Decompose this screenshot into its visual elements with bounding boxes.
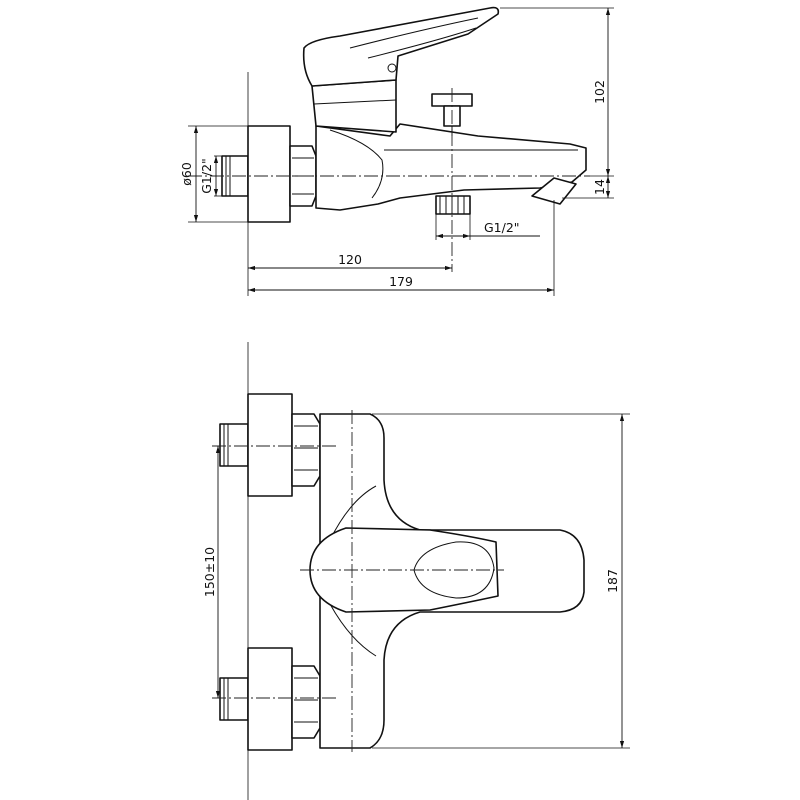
front-view: 150±10 187	[202, 342, 630, 800]
side-lever-handle	[302, 6, 500, 87]
side-neck	[311, 79, 397, 133]
front-lever-handle	[309, 527, 499, 613]
side-mixer-body	[315, 123, 587, 211]
dim-depth-179: 179	[389, 274, 413, 289]
dim-thread-inlet: G1/2"	[199, 158, 214, 194]
dim-depth-120: 120	[338, 252, 362, 267]
dim-height-102: 102	[592, 80, 607, 104]
front-upper-thread	[219, 423, 249, 467]
dim-thread-outlet: G1/2"	[484, 220, 520, 235]
dim-diameter-60: ø60	[179, 162, 194, 186]
side-view: ø60 G1/2" 102 14 G1/2" 120 179	[179, 6, 614, 296]
side-escutcheon	[247, 125, 291, 223]
dim-centers-150: 150±10	[202, 547, 217, 597]
side-outlet-thread	[435, 195, 471, 215]
front-lower-nut	[291, 665, 321, 739]
front-lower-escutcheon	[247, 647, 293, 751]
front-upper-escutcheon	[247, 393, 293, 497]
front-upper-nut	[291, 413, 321, 487]
dim-drop-14: 14	[592, 179, 607, 195]
side-aerator	[531, 177, 577, 205]
dim-width-187: 187	[605, 569, 620, 593]
